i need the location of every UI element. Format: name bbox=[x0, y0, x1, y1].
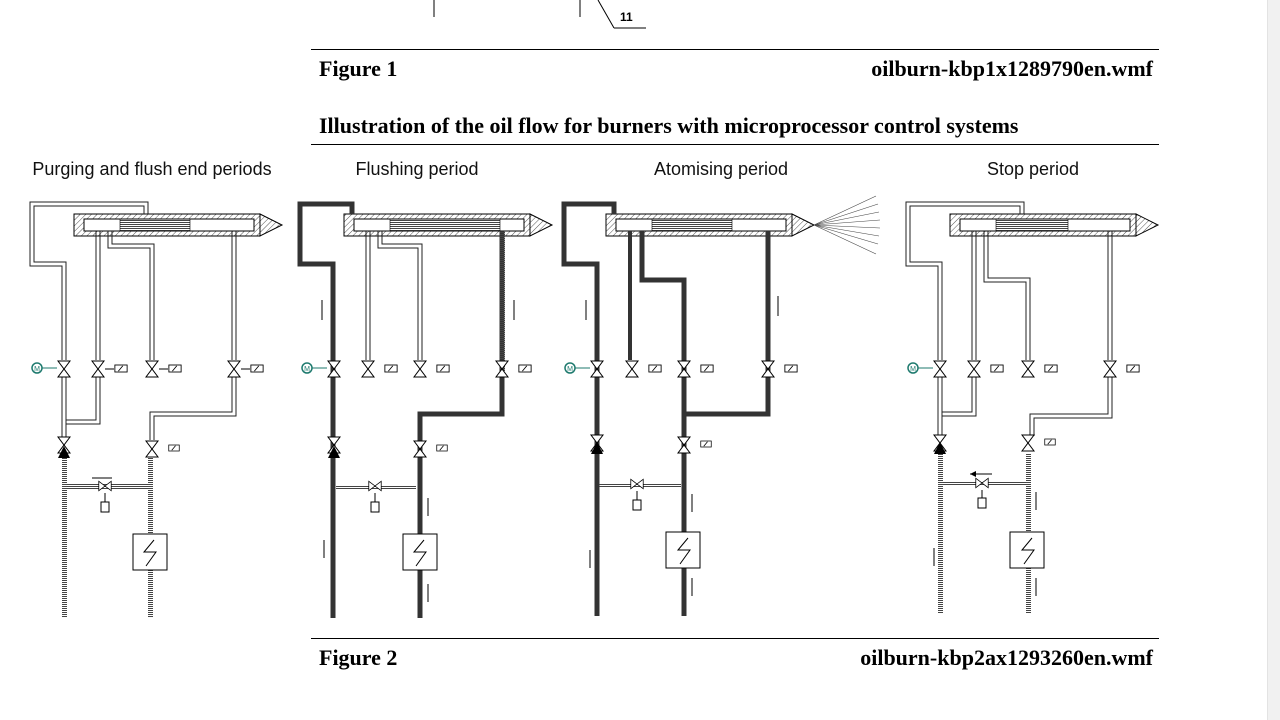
svg-text:M: M bbox=[304, 366, 310, 373]
figure1-label: Figure 1 bbox=[319, 56, 398, 81]
diagram-purging: M bbox=[29, 201, 284, 618]
diagram-stop: M bbox=[905, 201, 1160, 614]
callout-number: 11 bbox=[620, 10, 633, 24]
spray-cone bbox=[813, 195, 881, 255]
svg-text:M: M bbox=[34, 366, 40, 373]
section-title: Illustration of the oil flow for burners… bbox=[319, 113, 1019, 138]
figure1-top-rule bbox=[311, 49, 1159, 50]
svg-text:M: M bbox=[567, 366, 573, 373]
diagram-flushing: M bbox=[297, 201, 554, 618]
panel-title-purging: Purging and flush end periods bbox=[32, 159, 272, 179]
figure1-filename: oilburn-kbp1x1289790en.wmf bbox=[871, 56, 1153, 81]
section-title-rule bbox=[311, 144, 1159, 145]
figure2-filename: oilburn-kbp2ax1293260en.wmf bbox=[860, 645, 1153, 670]
pipe-network bbox=[365, 231, 423, 360]
panel-title-atomising: Atomising period bbox=[653, 159, 789, 179]
pipe-network bbox=[29, 201, 237, 440]
pump-motor-icon: M bbox=[907, 362, 933, 374]
pump-motor-icon: M bbox=[31, 362, 57, 374]
figure2-top-rule bbox=[311, 638, 1159, 639]
pump-motor-icon: M bbox=[564, 362, 590, 374]
diagram-atomising: M bbox=[561, 195, 881, 616]
svg-text:M: M bbox=[910, 366, 916, 373]
panel-title-flushing: Flushing period bbox=[355, 159, 479, 179]
fragment-lines bbox=[433, 0, 646, 29]
pipe-network bbox=[905, 201, 1113, 436]
pump-motor-icon: M bbox=[301, 362, 327, 374]
figure2-label: Figure 2 bbox=[319, 645, 398, 670]
vertical-scrollbar[interactable] bbox=[1267, 0, 1280, 720]
nozzle-body bbox=[73, 213, 284, 237]
panel-title-stop: Stop period bbox=[986, 159, 1080, 179]
